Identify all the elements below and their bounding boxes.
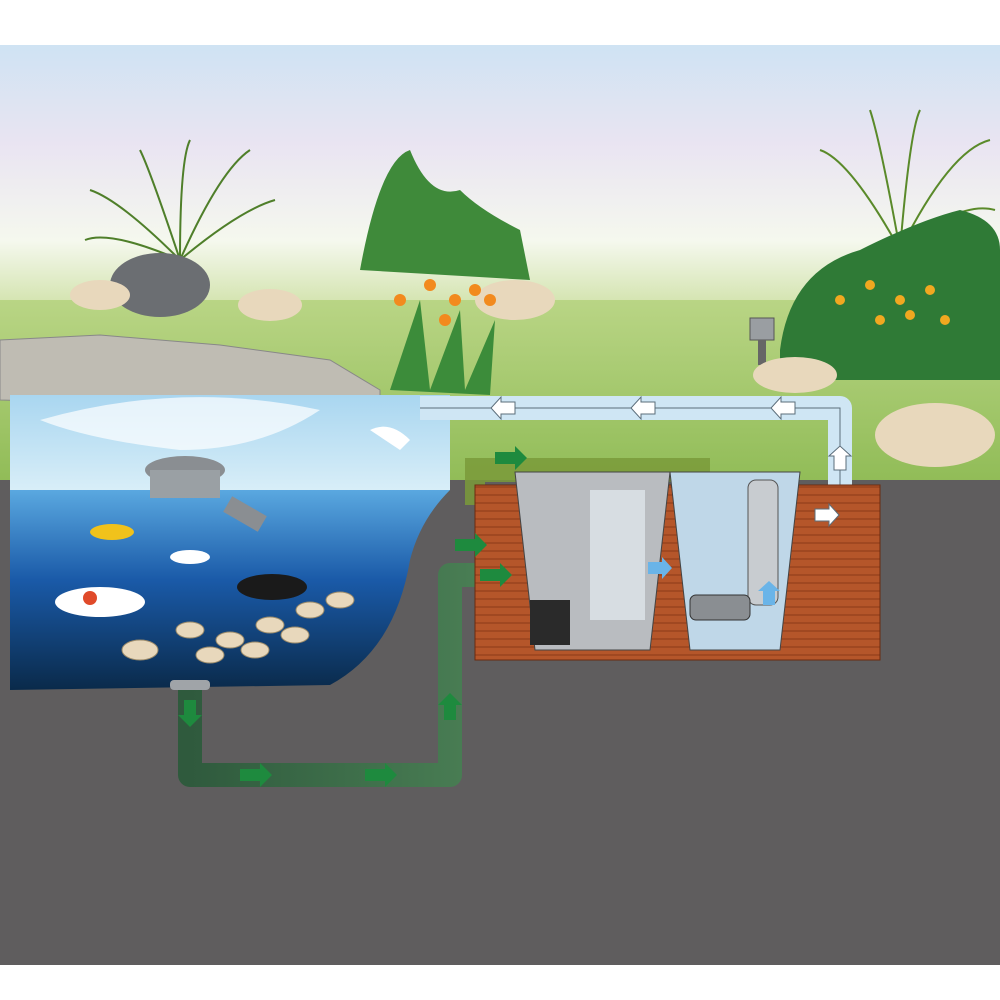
fish [55, 587, 145, 617]
boulder-left [110, 253, 210, 317]
bottom-drain-icon [170, 680, 210, 690]
fountain-pump-icon [145, 456, 267, 532]
grass-plant-right [819, 109, 996, 251]
rock [475, 280, 555, 320]
shrub-center [360, 150, 530, 280]
fish [170, 550, 210, 564]
yellow-flowers [835, 280, 950, 325]
uv-chamber [669, 471, 801, 651]
waterfall-splash [370, 426, 410, 450]
fish-marking [83, 591, 97, 605]
flow-arrows-green [178, 446, 527, 787]
grass-plant-left [84, 139, 276, 261]
fish [237, 574, 307, 600]
fish [90, 524, 134, 540]
pump-housing [530, 600, 570, 645]
rock [753, 357, 837, 393]
flow-arrows-blue [648, 557, 780, 605]
bush-right [780, 210, 1000, 380]
flow-arrows-return [490, 395, 853, 528]
pond-underwater [10, 490, 450, 690]
filter-media [590, 490, 645, 620]
rock [70, 280, 130, 310]
lily-flowers [394, 279, 496, 326]
bottom-margin [0, 965, 1000, 1000]
fountain-spray [40, 397, 320, 450]
rock [875, 403, 995, 467]
iris-leaves [390, 300, 495, 395]
outlet-pump-icon [689, 594, 751, 621]
rock [238, 289, 302, 321]
control-box [749, 317, 775, 341]
pond-pebbles [121, 591, 355, 664]
control-post [758, 340, 766, 365]
